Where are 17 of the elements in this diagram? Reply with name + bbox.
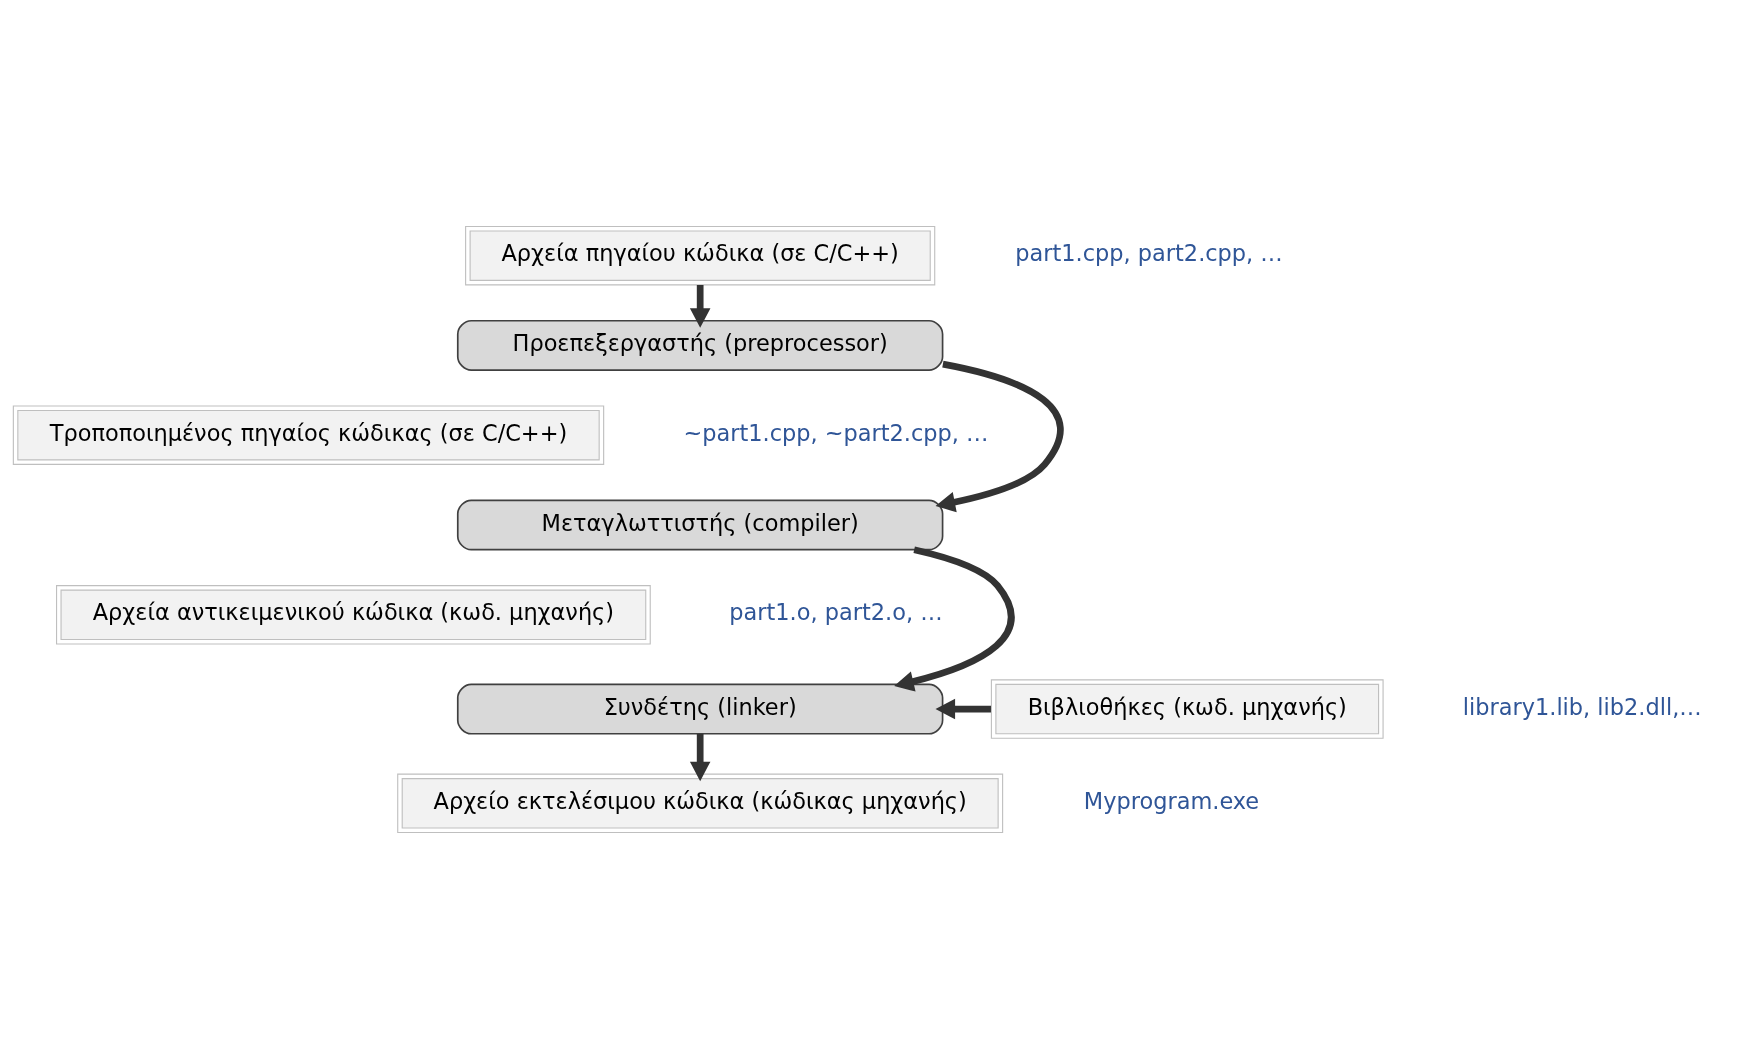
- node-box: Μεταγλωττιστής (compiler): [456, 499, 944, 551]
- arrow: [689, 733, 711, 781]
- node-box: Αρχεία αντικειμενικού κώδικα (κωδ. μηχανής): [56, 584, 651, 645]
- node-label: part1.cpp, part2.cpp, …: [1015, 239, 1283, 266]
- node-box: Βιβλιοθήκες (κωδ. μηχανής): [990, 678, 1384, 739]
- node-box: Συνδέτης (linker): [456, 683, 944, 735]
- node-label: Myprogram.exe: [1083, 787, 1260, 814]
- node-box: Αρχεία πηγαίου κώδικα (σε C/C++): [465, 225, 936, 285]
- node-label: library1.lib, lib2.dll,…: [1462, 693, 1702, 720]
- node-label: ~part1.cpp, ~part2.cpp, …: [683, 419, 989, 446]
- node-box: Τροποποιημένος πηγαίος κώδικας (σε C/C++): [12, 405, 605, 465]
- arrow: [935, 360, 1064, 512]
- node-label: part1.o, part2.o, …: [729, 598, 943, 625]
- node-box: Προεπεξεργαστής (preprocessor): [456, 319, 944, 371]
- node-box: Αρχείο εκτελέσιμου κώδικα (κώδικας μηχανής): [397, 773, 1004, 833]
- arrow: [689, 284, 711, 328]
- arrow: [894, 545, 1015, 692]
